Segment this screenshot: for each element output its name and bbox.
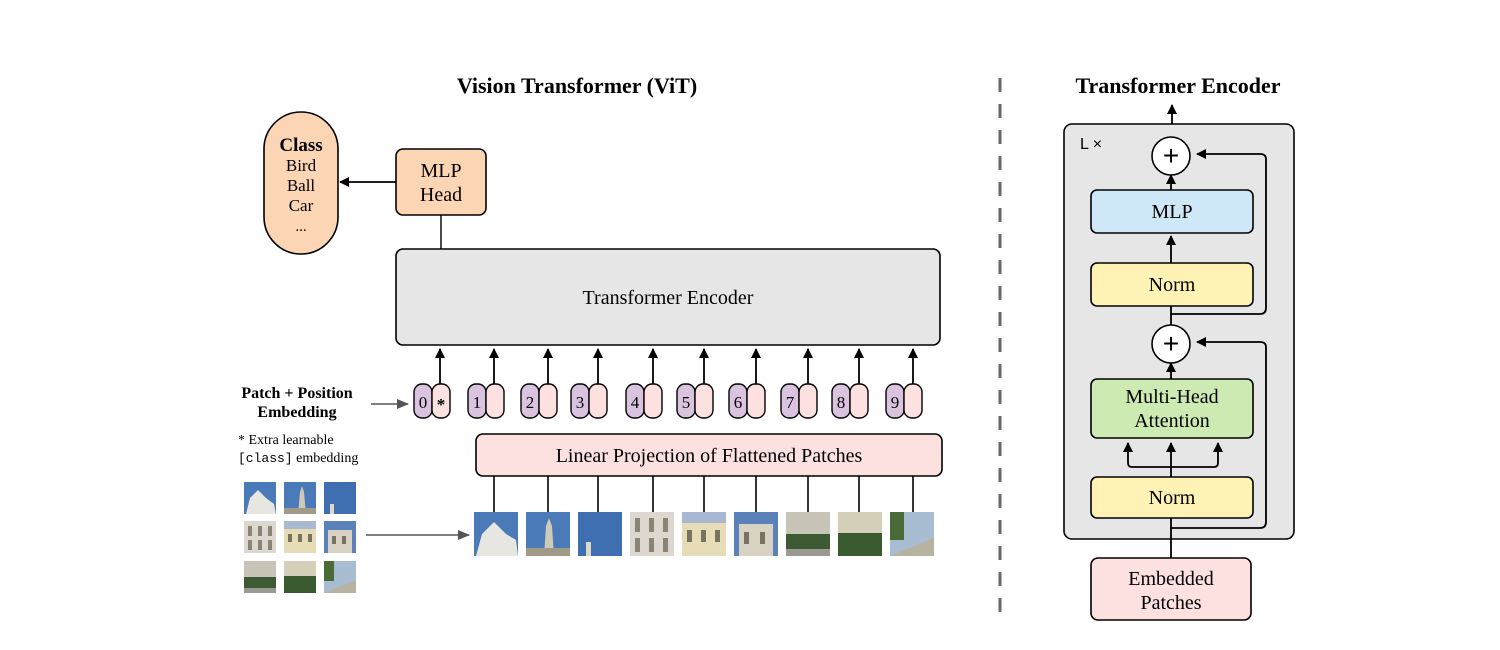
token-4-index: 4 (631, 393, 640, 412)
class-item-bird: Bird (286, 156, 317, 175)
cls-marker: * (437, 395, 446, 414)
photo-patch-icon (526, 512, 570, 556)
mlp-head-line2: Head (420, 184, 462, 206)
token-2-index: 2 (526, 393, 535, 412)
mlp-box: MLP (1090, 189, 1254, 234)
token-8-index: 8 (837, 393, 846, 412)
photo-patch-icon (284, 482, 316, 514)
extra-note-rest: embedding (293, 451, 359, 466)
token-0-index: 0 (419, 393, 428, 412)
attention-line2: Attention (1134, 410, 1210, 432)
photo-patch-icon (786, 512, 830, 556)
patch-sequence (474, 512, 934, 556)
norm-top-label: Norm (1149, 274, 1196, 296)
encoder-title: Transformer Encoder (1075, 73, 1280, 98)
norm-top-box: Norm (1090, 262, 1254, 307)
token-1: 1 (467, 383, 505, 419)
photo-patch-icon (284, 561, 316, 593)
extra-note-line1: * Extra learnable (238, 433, 334, 448)
token-arrows (435, 348, 918, 384)
photo-patch-icon (838, 512, 882, 556)
extra-note-line2: [class] embedding (238, 451, 358, 466)
photo-patch-icon (734, 512, 778, 556)
photo-patch-icon (244, 482, 276, 514)
embedding-label-line2: Embedding (257, 404, 336, 421)
plus-icon: + (1163, 328, 1179, 359)
attention-line1: Multi-Head (1125, 386, 1218, 408)
token-5-index: 5 (682, 393, 691, 412)
class-item-car: Car (289, 196, 314, 215)
token-4: 4 (625, 383, 663, 419)
source-image-grid (244, 482, 356, 593)
token-5: 5 (676, 383, 714, 419)
mlp-head-line1: MLP (420, 160, 461, 182)
photo-patch-icon (324, 482, 356, 514)
residual-add-2: + (1151, 136, 1191, 176)
class-item-ball: Ball (287, 176, 316, 195)
token-9-index: 9 (891, 393, 900, 412)
token-8: 8 (831, 383, 869, 419)
embedded-patches-line2: Patches (1140, 592, 1201, 614)
vit-title: Vision Transformer (ViT) (457, 73, 697, 98)
token-7-index: 7 (786, 393, 795, 412)
photo-patch-icon (244, 521, 276, 553)
photo-patch-icon (890, 512, 934, 556)
token-3: 3 (570, 383, 608, 419)
norm-bottom-box: Norm (1090, 476, 1254, 519)
token-6: 6 (728, 383, 766, 419)
multi-head-attention-box: Multi-Head Attention (1090, 378, 1254, 439)
mlp-label: MLP (1151, 201, 1192, 223)
token-2: 2 (520, 383, 558, 419)
projection-patch-lines (493, 476, 914, 512)
photo-patch-icon (324, 521, 356, 553)
photo-patch-icon (630, 512, 674, 556)
token-3-index: 3 (576, 393, 585, 412)
class-output-box: Class Bird Ball Car ... (263, 111, 339, 255)
token-7: 7 (780, 383, 818, 419)
photo-patch-icon (578, 512, 622, 556)
token-1-index: 1 (473, 393, 482, 412)
embedding-label-line1: Patch + Position (241, 385, 352, 402)
plus-icon: + (1163, 140, 1179, 171)
transformer-encoder-label: Transformer Encoder (583, 287, 754, 309)
token-0: 0 * (413, 383, 451, 419)
mlp-head-box: MLP Head (395, 148, 487, 216)
token-6-index: 6 (734, 393, 743, 412)
token-9: 9 (885, 383, 923, 419)
class-title: Class (279, 135, 322, 156)
linear-projection-box: Linear Projection of Flattened Patches (475, 433, 943, 477)
photo-patch-icon (474, 512, 518, 556)
linear-projection-label: Linear Projection of Flattened Patches (556, 445, 863, 467)
photo-patch-icon (324, 561, 356, 593)
transformer-encoder-box: Transformer Encoder (395, 248, 941, 346)
encoder-flow-lines (1123, 149, 1267, 558)
photo-patch-icon (284, 521, 316, 553)
extra-note-class-token: [class] (238, 451, 293, 466)
norm-bottom-label: Norm (1149, 487, 1196, 509)
embedded-patches-line1: Embedded (1128, 568, 1214, 590)
photo-patch-icon (244, 561, 276, 593)
photo-patch-icon (682, 512, 726, 556)
class-item-ellipsis: ... (295, 219, 306, 235)
residual-add-1: + (1151, 324, 1191, 364)
embedded-patches-box: Embedded Patches (1090, 557, 1252, 621)
repeat-label: L × (1080, 136, 1102, 153)
